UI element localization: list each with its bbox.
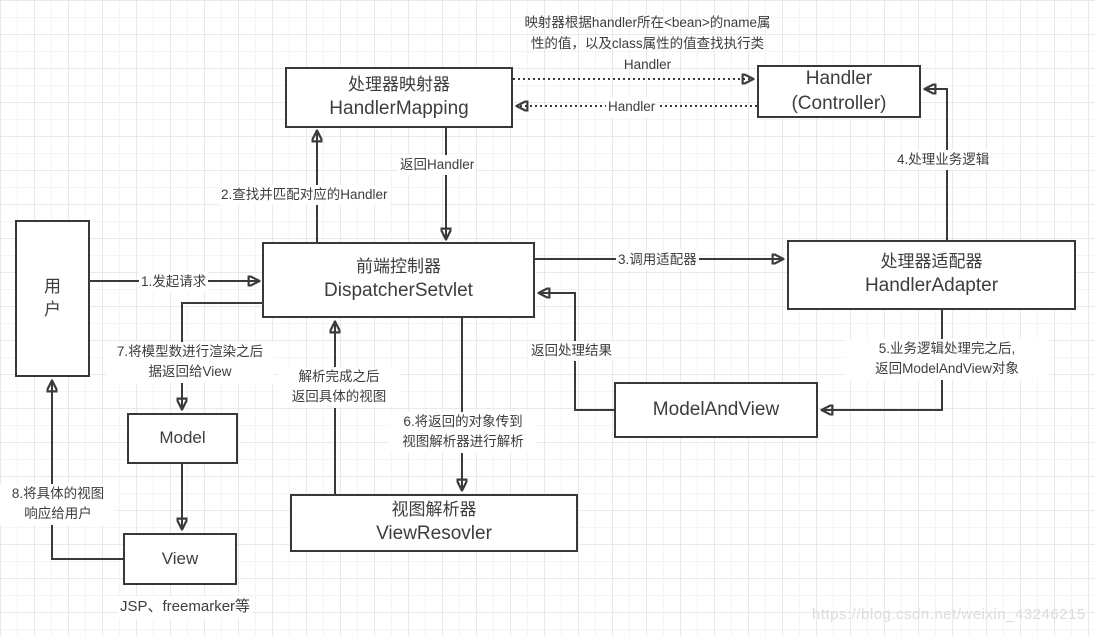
label-step6: 6.将返回的对象传到 视图解析器进行解析 [389,412,537,453]
label-step3: 3.调用适配器 [616,250,699,271]
csdn-watermark: https://blog.csdn.net/weixin_43246215 [812,606,1086,623]
label-step8: 8.将具体的视图 响应给用户 [0,484,116,525]
handler-title: Handler [805,67,873,89]
label-resolve-done: 解析完成之后 返回具体的视图 [279,367,399,408]
user-box-label: 用 户 [44,276,61,319]
view-resolver-title: 视图解析器 [391,500,477,520]
label-handler-dotted: Handler [606,97,658,118]
view-resolver-box: 视图解析器 ViewResovler [290,494,578,552]
view-title: View [161,548,199,568]
view-resolver-subtitle: ViewResovler [376,523,492,545]
handler-mapping-subtitle: HandlerMapping [329,97,469,119]
model-title: Model [159,428,206,448]
model-and-view-title: ModelAndView [652,398,780,420]
handler-mapping-box: 处理器映射器 HandlerMapping [285,67,513,128]
view-box: View [123,533,237,585]
label-step4: 4.处理业务逻辑 [895,150,992,171]
label-return-handler: 返回Handler [398,155,477,176]
model-box: Model [127,413,238,464]
user-box: 用 户 [15,220,90,377]
arrow-step8-view-to-user [52,382,123,560]
model-and-view-box: ModelAndView [614,382,818,438]
label-return-process-result: 返回处理结果 [529,341,614,362]
label-view-note: JSP、freemarker等 [118,596,253,619]
label-step7: 7.将模型数进行渲染之后 据返回给View [106,342,274,383]
handler-mapping-title: 处理器映射器 [348,74,450,94]
handler-subtitle: (Controller) [791,92,887,114]
dispatcher-servlet-box: 前端控制器 DispatcherSetvlet [262,242,535,318]
handlermapping-annotation: 映射器根据handler所在<bean>的name属 性的值，以及class属性… [524,15,771,72]
label-step2: 2.查找并匹配对应的Handler [219,185,390,206]
label-step5: 5.业务逻辑处理完之后, 返回ModelAndView对象 [845,339,1049,380]
handler-box: Handler (Controller) [757,65,921,118]
dispatcher-subtitle: DispatcherSetvlet [324,280,473,302]
handler-adapter-title: 处理器适配器 [880,252,983,272]
arrow-step4-adapter-to-handler [926,89,948,240]
handler-adapter-box: 处理器适配器 HandlerAdapter [787,240,1076,310]
handler-adapter-subtitle: HandlerAdapter [864,275,999,297]
label-step1: 1.发起请求 [139,272,209,293]
dispatcher-title: 前端控制器 [356,257,441,277]
